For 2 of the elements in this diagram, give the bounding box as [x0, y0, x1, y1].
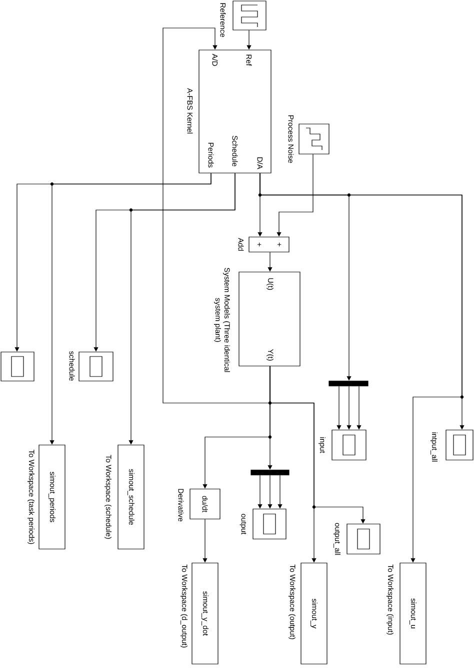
scope-block — [0, 352, 34, 382]
connector-arrow — [162, 28, 270, 404]
